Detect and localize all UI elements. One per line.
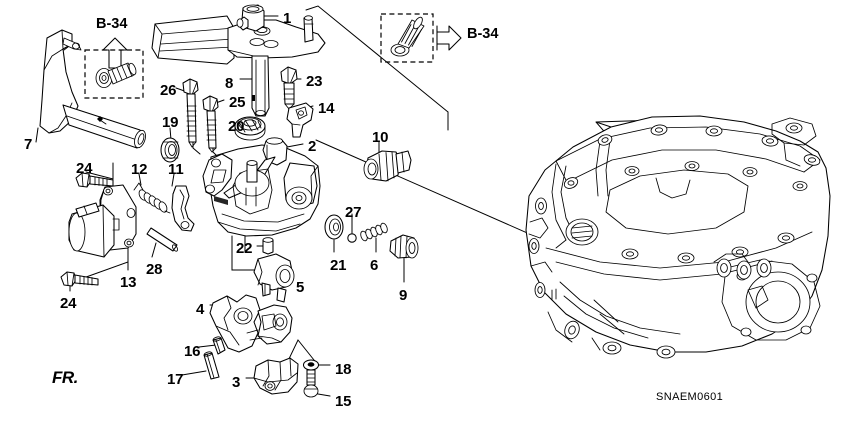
part-callout-18: 18	[335, 361, 352, 378]
part-18-washer	[302, 359, 320, 371]
orientation-marker-label: FR.	[52, 368, 78, 387]
part-callout-22: 22	[236, 240, 253, 257]
part-2-shift-change-housing	[202, 137, 321, 237]
part-9-sealing-bolt	[389, 234, 419, 259]
part-callout-23: 23	[306, 73, 323, 90]
part-5-interlock-sleeve	[253, 253, 295, 303]
part-21-seal-washer	[324, 214, 344, 240]
part-20-shim-washer	[234, 116, 266, 141]
part-10-detent-plug	[363, 150, 412, 182]
part-callout-4: 4	[196, 301, 205, 318]
part-13-change-lever-bracket	[68, 184, 137, 258]
part-15-pin-bolt	[303, 369, 319, 398]
part-24-flange-bolt-upper	[75, 172, 114, 188]
part-callout-8: 8	[225, 75, 234, 92]
part-callout-5: 5	[296, 279, 305, 296]
diagram-code-label: SNAEM0601	[656, 391, 724, 403]
part-19-oil-seal	[160, 137, 180, 163]
part-17-spring-pin-long	[203, 351, 220, 380]
part-callout-3: 3	[232, 374, 241, 391]
part-callout-13: 13	[120, 274, 137, 291]
part-callout-14: 14	[318, 100, 335, 117]
part-1-shift-lever-boot-pin	[236, 4, 265, 32]
part-callout-16: 16	[184, 343, 201, 360]
part-callout-11: 11	[168, 161, 184, 178]
part-3-select-arm-bracket	[253, 357, 299, 395]
part-23-flange-bolt-short	[280, 66, 298, 110]
part-22-dowel-pin	[262, 237, 274, 255]
b34-right-part	[390, 16, 425, 57]
part-14-cable-bracket-clip	[286, 102, 314, 138]
part-callout-12: 12	[131, 161, 148, 178]
part-16-spring-pin-short	[212, 336, 226, 355]
part-callout-19: 19	[162, 114, 179, 131]
part-26-flange-bolt-long	[182, 78, 199, 148]
section-ref-b34-right	[380, 13, 462, 63]
part-callout-26: 26	[160, 82, 177, 99]
part-callout-25: 25	[229, 94, 246, 111]
part-callout-28: 28	[146, 261, 163, 278]
section-ref-label-b34-right: B-34	[467, 26, 499, 42]
part-4-shift-arm-assembly	[209, 294, 293, 353]
part-callout-7: 7	[24, 136, 33, 153]
part-callout-6: 6	[370, 257, 379, 274]
part-28-roll-pin	[146, 227, 179, 252]
b34-left-part	[95, 62, 137, 88]
section-ref-label-b34-left: B-34	[96, 16, 128, 32]
part-callout-10: 10	[372, 129, 389, 146]
part-callout-17: 17	[167, 371, 184, 388]
part-24-flange-bolt-lower	[60, 271, 99, 287]
part-11-shift-pawl	[171, 185, 195, 232]
part-callout-9: 9	[399, 287, 408, 304]
part-27-steel-ball	[347, 233, 357, 243]
part-callout-15: 15	[335, 393, 352, 410]
part-7-shift-lever-arm	[39, 29, 146, 149]
part-6-return-spring	[360, 222, 388, 242]
part-callout-21: 21	[330, 257, 347, 274]
part-12-pawl-spring	[133, 182, 171, 214]
part-callout-2: 2	[308, 138, 317, 155]
section-ref-b34-left	[84, 37, 144, 99]
transmission-case-assembly	[525, 115, 831, 359]
part-callout-27: 27	[345, 204, 362, 221]
part-callout-24: 24	[76, 160, 93, 177]
part-callout-24: 24	[60, 295, 77, 312]
part-25-flange-bolt-medium	[202, 95, 219, 153]
part-callout-20: 20	[228, 118, 245, 135]
part-callout-1: 1	[283, 10, 292, 27]
